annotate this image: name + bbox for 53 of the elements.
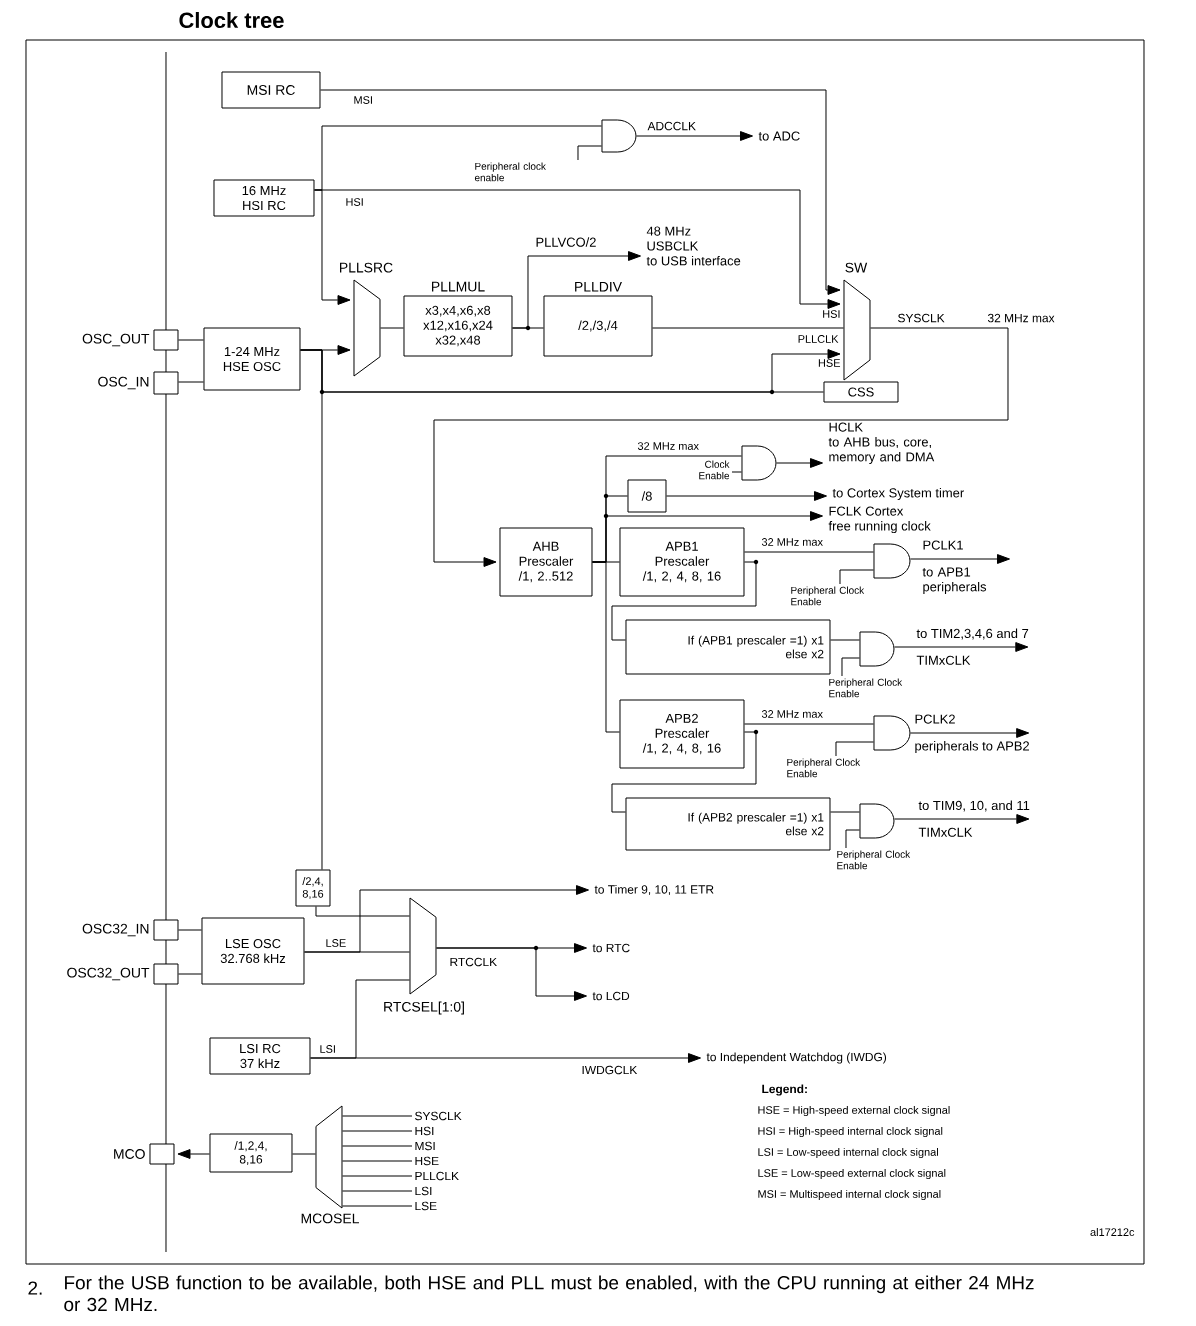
arrow bbox=[894, 814, 1030, 824]
connector-line bbox=[744, 723, 874, 725]
connector-line bbox=[342, 1175, 413, 1177]
connector-line bbox=[342, 1130, 413, 1132]
connector-line bbox=[342, 1115, 413, 1117]
and-gate bbox=[859, 631, 895, 667]
connector-line bbox=[830, 639, 860, 641]
title: Clock tree bbox=[179, 11, 284, 29]
arrow bbox=[666, 491, 827, 501]
connector-line bbox=[342, 1145, 413, 1147]
connector-line bbox=[731, 471, 742, 473]
connector-line bbox=[512, 327, 544, 329]
connector-line bbox=[342, 1160, 413, 1162]
and-gate bbox=[873, 715, 911, 751]
arrow bbox=[177, 1149, 210, 1159]
arrow bbox=[320, 89, 841, 295]
arrow bbox=[310, 1053, 701, 1063]
connector-line bbox=[178, 339, 204, 341]
connector-line bbox=[300, 349, 323, 870]
connector-line bbox=[830, 811, 860, 813]
arrow bbox=[910, 554, 1010, 564]
footnote: 2. bbox=[28, 1281, 42, 1295]
arrow bbox=[894, 642, 1029, 652]
connector-line bbox=[577, 145, 602, 161]
connector-line bbox=[611, 731, 757, 813]
and-gate bbox=[873, 543, 911, 579]
and-gate bbox=[741, 445, 777, 481]
footnote: For the USB function to be available, both HSE and PLL must be enabled, with the CPU running at either 24 MHz or 32 MHz. bbox=[64, 1275, 1034, 1312]
connector-line bbox=[178, 381, 204, 383]
connector-line bbox=[380, 327, 404, 329]
connector-line bbox=[342, 1205, 413, 1207]
connector-line bbox=[342, 1190, 413, 1192]
arrow bbox=[910, 728, 1030, 738]
arrow bbox=[314, 189, 351, 305]
connector-line bbox=[611, 561, 757, 641]
arrow bbox=[433, 327, 1009, 567]
connector-line bbox=[841, 657, 860, 677]
connector-line bbox=[315, 906, 410, 917]
connector-line bbox=[592, 561, 620, 733]
connector-line bbox=[744, 551, 874, 553]
arrow bbox=[776, 458, 823, 468]
connector-line bbox=[839, 569, 874, 585]
connector-line bbox=[178, 929, 202, 931]
connector-line bbox=[178, 973, 202, 975]
connector-line bbox=[835, 741, 874, 757]
and-gate bbox=[601, 119, 637, 153]
arrow bbox=[304, 885, 589, 953]
and-gate bbox=[859, 803, 895, 839]
arrow bbox=[436, 947, 587, 1001]
connector-line bbox=[845, 829, 860, 849]
arrow bbox=[636, 131, 753, 141]
connector-line bbox=[652, 327, 844, 329]
connector-line bbox=[292, 1153, 316, 1155]
